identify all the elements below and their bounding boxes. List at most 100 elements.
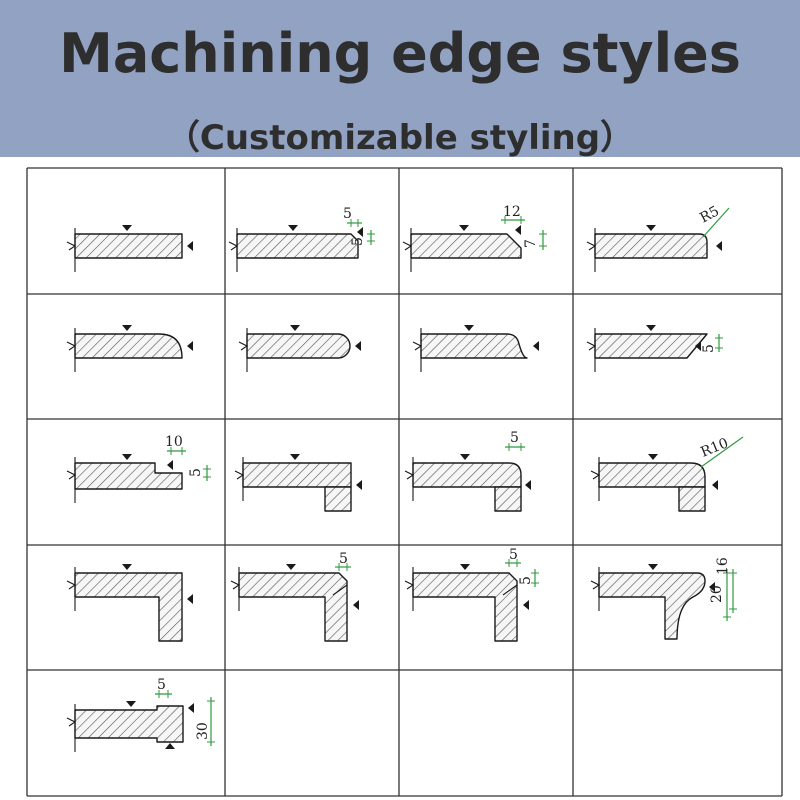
page-title: Machining edge styles [59, 22, 741, 85]
surface-marker-side [712, 480, 718, 490]
edge-style-mitred-apron [66, 564, 193, 642]
edge-style-flat [66, 225, 193, 272]
dimension-label: 5 [518, 576, 534, 585]
surface-marker-top [646, 325, 656, 331]
break-mark [66, 241, 77, 251]
dimension-label: 20 [709, 585, 725, 603]
stone-profile [494, 486, 522, 512]
stone-profile [678, 486, 706, 512]
edge-style-full-bullnose [238, 325, 361, 372]
leader-line [700, 436, 744, 468]
dimension-label: 30 [195, 722, 211, 740]
surface-marker-top [290, 325, 300, 331]
dimension-label: 10 [165, 434, 183, 450]
surface-marker-top [646, 225, 656, 231]
break-mark [586, 341, 597, 351]
surface-marker-side [355, 341, 361, 351]
surface-marker-side [716, 241, 722, 251]
surface-marker-top [286, 564, 296, 570]
stone-profile [594, 333, 708, 359]
edge-style-ogee [412, 325, 539, 372]
surface-marker-top [288, 225, 298, 231]
stone-profile [238, 572, 348, 642]
stone-profile [246, 333, 351, 359]
edge-style-chamfer-5: 55 [228, 206, 375, 272]
edge-style-chamfer-12: 12 7 [402, 204, 547, 272]
surface-marker-top [459, 225, 469, 231]
mitre-joint [502, 584, 518, 596]
stone-profile [594, 233, 708, 259]
edge-style-quarter-round [66, 325, 193, 372]
surface-marker-top [460, 454, 470, 460]
break-mark [230, 580, 241, 590]
break-mark [586, 241, 597, 251]
surface-marker-top [290, 454, 300, 460]
leader-line [702, 207, 730, 238]
surface-marker-side [167, 460, 173, 470]
stone-profile [412, 572, 518, 642]
dimension-label: R5 [697, 203, 722, 226]
edge-style-laminated-flat [234, 454, 362, 512]
surface-marker-bottom [165, 743, 175, 749]
surface-marker-side [515, 225, 521, 235]
surface-marker-side [695, 341, 701, 351]
break-mark [228, 241, 239, 251]
dimension-label: 7 [523, 239, 539, 248]
stone-profile [74, 572, 183, 642]
stone-profile [74, 705, 184, 743]
edge-style-raised-lip: 5 30 [66, 677, 215, 752]
dimension-label: 5 [701, 344, 717, 353]
stone-profile [74, 233, 183, 259]
edge-style-round-r5: R5 [586, 203, 730, 272]
surface-marker-top [126, 701, 136, 707]
dimension-label: 12 [503, 204, 521, 220]
dimension-label: 16 [715, 557, 731, 575]
surface-marker-top [122, 325, 132, 331]
edge-style-laminated-chamfer: 5 [404, 430, 531, 512]
surface-marker-side [525, 480, 531, 490]
stone-profile [242, 462, 352, 488]
surface-marker-side [523, 600, 529, 610]
break-mark [66, 717, 77, 727]
grid-frame [26, 167, 783, 797]
header-banner: Machining edge styles （Customizable styl… [0, 0, 800, 158]
surface-marker-side [187, 341, 193, 351]
edge-style-step-10: 10 5 [66, 434, 211, 503]
dimension-label: 5 [188, 468, 204, 477]
stone-profile [324, 486, 352, 512]
surface-marker-top [460, 564, 470, 570]
stone-profile [598, 572, 706, 640]
break-mark [404, 580, 415, 590]
stone-profile [598, 462, 706, 488]
stone-profile [412, 462, 522, 488]
surface-marker-side [187, 594, 193, 604]
dimension-label: 5 [343, 206, 352, 222]
break-mark [404, 470, 415, 480]
dimension-label: 5 [157, 677, 166, 693]
surface-marker-side [188, 703, 194, 713]
break-mark [590, 470, 601, 480]
dimension-label: 5 [510, 430, 519, 446]
surface-marker-side [356, 480, 362, 490]
break-mark [402, 241, 413, 251]
stone-profile [420, 333, 528, 359]
surface-marker-side [187, 241, 193, 251]
edge-style-laminated-r10: R10 [590, 435, 744, 512]
break-mark [66, 580, 77, 590]
surface-marker-top [648, 454, 658, 460]
surface-marker-side [533, 341, 539, 351]
break-mark [238, 341, 249, 351]
dimension-label: 5 [339, 551, 348, 567]
dimension-label: 5 [350, 237, 366, 246]
surface-marker-top [122, 454, 132, 460]
mitre-joint [332, 584, 348, 596]
edge-style-bevel: 5 [586, 325, 723, 372]
surface-marker-side [353, 600, 359, 610]
surface-marker-side [709, 582, 715, 592]
surface-marker-top [464, 325, 474, 331]
stone-profile [410, 233, 522, 259]
break-mark [590, 580, 601, 590]
surface-marker-side [357, 227, 363, 237]
